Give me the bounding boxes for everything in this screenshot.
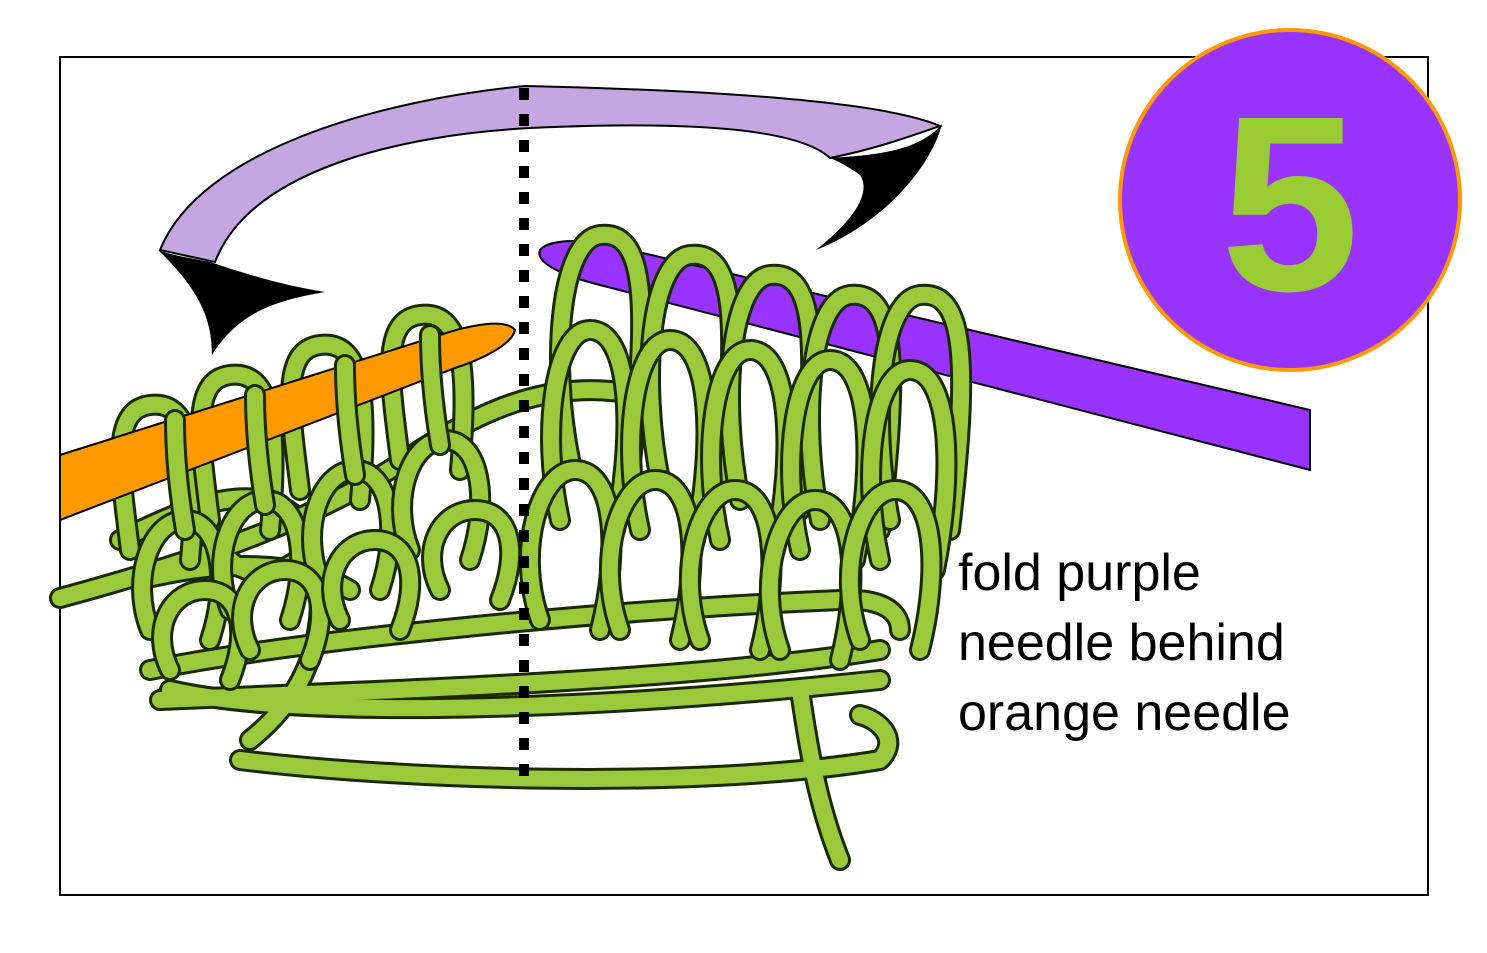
yarn-loop: [841, 482, 940, 658]
yarn-loop: [234, 562, 329, 668]
yarn-loop: [247, 387, 273, 513]
yarn-loop: [863, 362, 955, 578]
knitted-fabric: [49, 223, 973, 871]
yarn-loop: [167, 412, 193, 538]
caption-line-1: fold purple: [958, 544, 1201, 602]
yarn-loop: [424, 502, 519, 608]
step-badge: 5: [1118, 28, 1462, 372]
front-loops: [164, 324, 451, 541]
caption-line-2: needle behind: [958, 614, 1285, 672]
caption-line-3: orange needle: [958, 684, 1291, 742]
yarn-loop: [422, 327, 448, 453]
yarn-loop: [324, 532, 419, 638]
step-number: 5: [1220, 64, 1359, 343]
fold-arrow-icon: [158, 84, 943, 355]
yarn-loop: [337, 357, 363, 483]
caption: fold purple needle behind orange needle: [958, 544, 1291, 742]
